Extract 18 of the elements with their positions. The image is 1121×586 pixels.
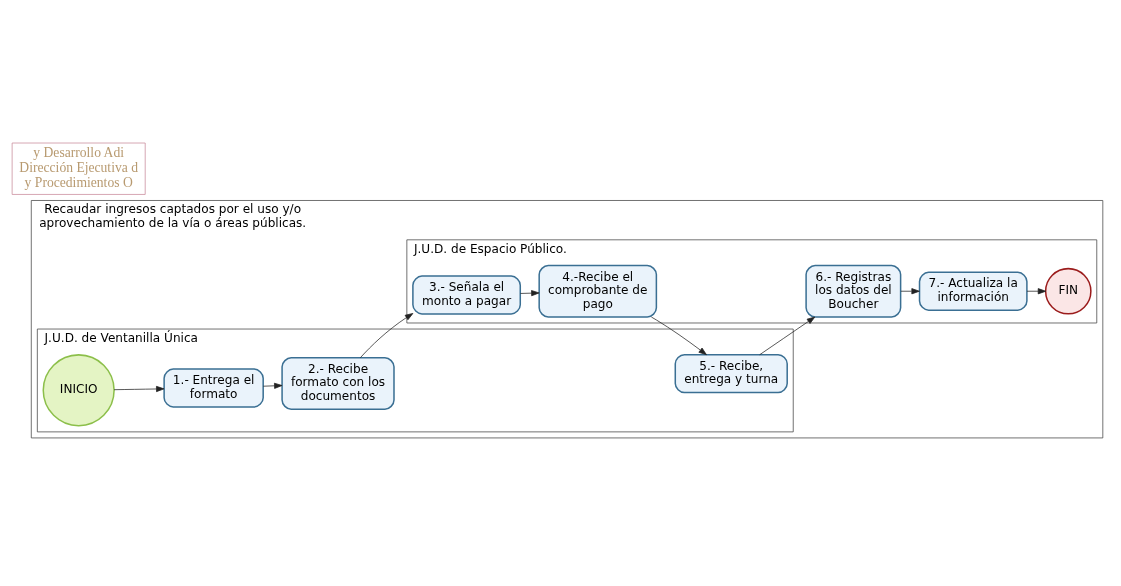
node-box: y Desarrollo Adi Dirección Ejecutiva d y Procedimientos O bbox=[11, 142, 146, 195]
node-circle: FIN bbox=[1044, 267, 1092, 315]
arrow bbox=[900, 287, 920, 294]
arrow bbox=[113, 385, 165, 392]
node-box: 3.- Señala el monto a pagar bbox=[412, 274, 522, 315]
node-box: 5.- Recibe, entrega y turna bbox=[674, 353, 788, 393]
node-box: 4.-Recibe el comprobante de pago bbox=[538, 264, 658, 318]
arrow bbox=[651, 316, 707, 355]
node-box: 6.- Registras los datos del Boucher bbox=[805, 264, 902, 318]
node-circle: INICIO bbox=[42, 353, 115, 426]
node-box: 2.- Recibe formato con los documentos bbox=[281, 356, 395, 410]
arrow bbox=[262, 382, 283, 389]
arrow bbox=[759, 316, 816, 355]
arrow bbox=[520, 289, 540, 296]
arrow bbox=[359, 312, 414, 358]
node-box: 1.- Entrega el formato bbox=[163, 367, 264, 408]
node-box: 7.- Actualiza la información bbox=[918, 271, 1028, 311]
arrow bbox=[1026, 287, 1047, 294]
